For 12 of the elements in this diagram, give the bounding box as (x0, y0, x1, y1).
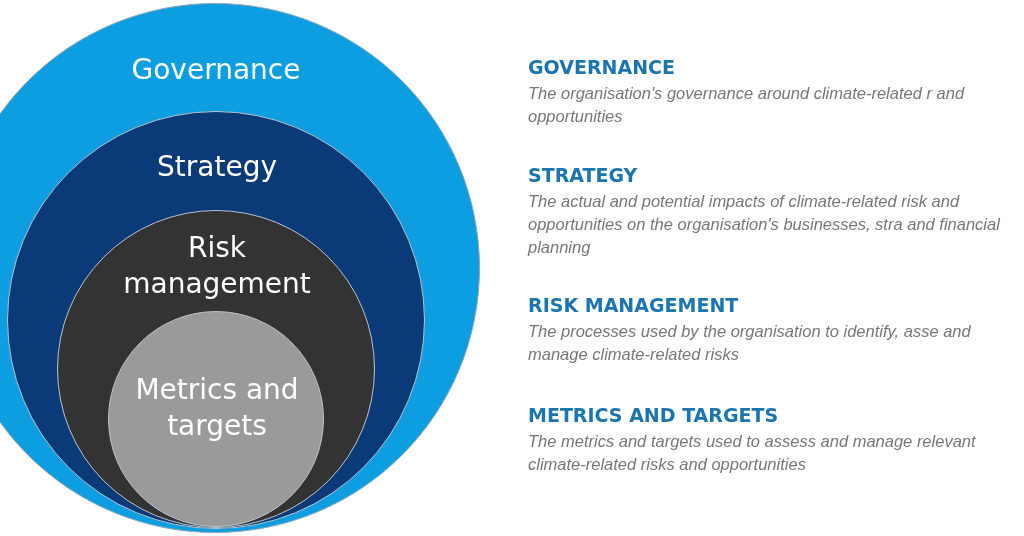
section-heading: STRATEGY (528, 164, 638, 186)
section-description: The organisation's governance around climate-related r and opportunities (528, 83, 966, 127)
section-description: The metrics and targets used to assess and manage relevant climate-related risks and opportunities (528, 431, 977, 475)
circle-label: Strategy (156, 149, 278, 185)
section-description: The processes used by the organisation to identify, asse and manage climate-related risks (528, 321, 972, 365)
section-heading: METRICS AND TARGETS (528, 404, 779, 426)
section-description: The actual and potential impacts of climate-related risk and opportunities on the organisation's businesses, stra and financial planning (528, 191, 1002, 258)
circle-label: Governance (130, 52, 302, 88)
section-heading: RISK MANAGEMENT (528, 294, 739, 316)
circle-label: Metrics and targets (134, 372, 300, 444)
circle-label: Risk management (122, 230, 312, 302)
section-heading: GOVERNANCE (528, 56, 675, 78)
